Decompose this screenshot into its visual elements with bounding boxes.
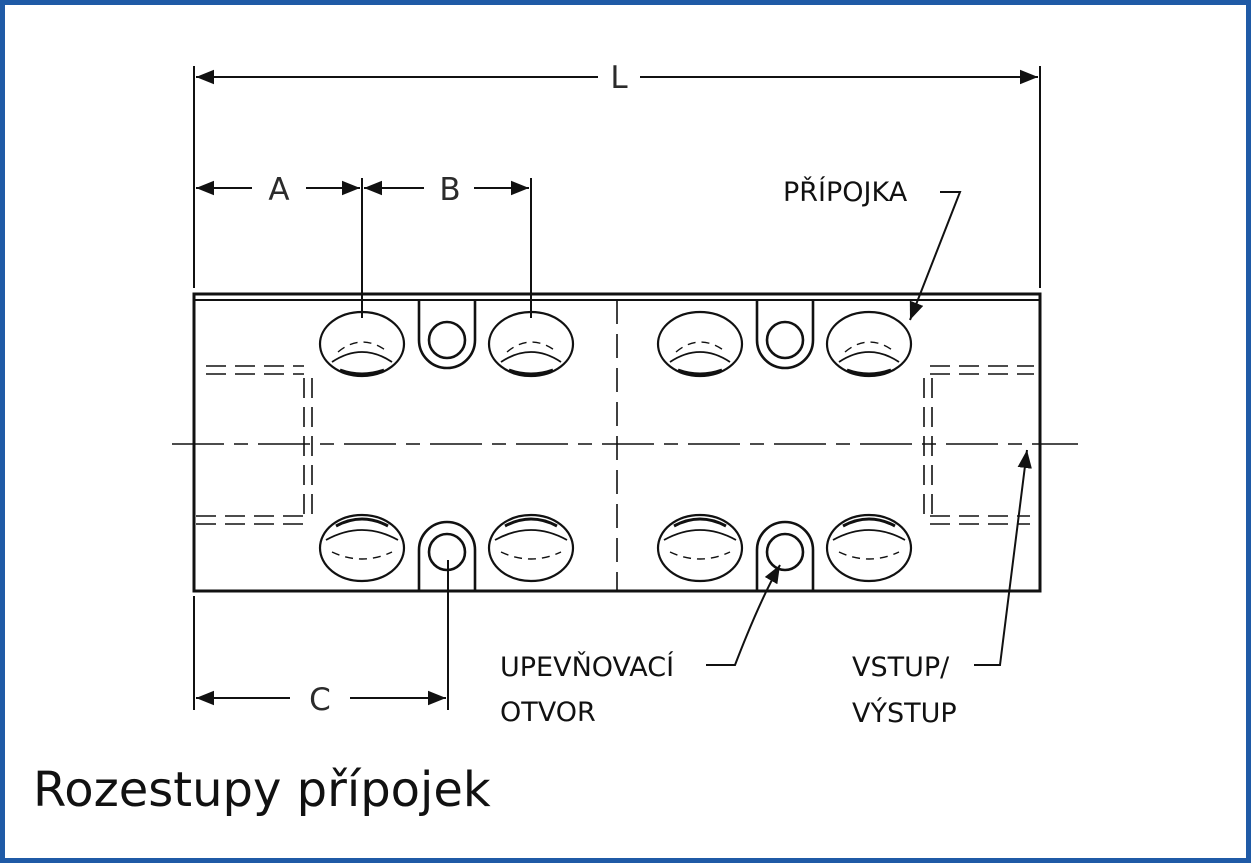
callout-inlet-label-2: VÝSTUP	[852, 697, 957, 729]
hidden-passages	[196, 365, 1034, 525]
port-bottom-2	[487, 513, 575, 583]
manifold-body	[172, 292, 1078, 593]
callout-inlet-label-1: VSTUP/	[852, 652, 950, 683]
mounting-hole-bottom-2	[755, 520, 815, 591]
dimension-L	[193, 66, 1041, 288]
mounting-hole-top-2	[755, 300, 815, 370]
callout-inlet-leader	[974, 449, 1032, 666]
callout-mounting-hole-label-2: OTVOR	[500, 697, 596, 728]
port-top-3	[656, 310, 744, 378]
callout-port-leader	[909, 191, 962, 321]
dimension-L-label: L	[610, 60, 628, 96]
dimension-B-label: B	[439, 172, 460, 208]
diagram-caption: Rozestupy přípojek	[33, 762, 491, 818]
dimension-C	[193, 560, 449, 710]
dimension-A-label: A	[268, 172, 289, 208]
port-top-1	[318, 310, 406, 378]
callout-port-label: PŘÍPOJKA	[783, 176, 908, 208]
port-bottom-3	[656, 513, 744, 583]
dimension-C-label: C	[309, 682, 331, 718]
mounting-hole-bottom-1	[417, 520, 477, 591]
port-bottom-1	[318, 513, 406, 583]
port-top-4	[825, 310, 913, 378]
callout-mounting-hole-label-1: UPEVŇOVACÍ	[500, 651, 674, 683]
port-top-2	[487, 310, 575, 378]
port-bottom-4	[825, 513, 913, 583]
mounting-hole-top-1	[417, 300, 477, 370]
callout-mounting-hole-leader	[706, 564, 781, 666]
